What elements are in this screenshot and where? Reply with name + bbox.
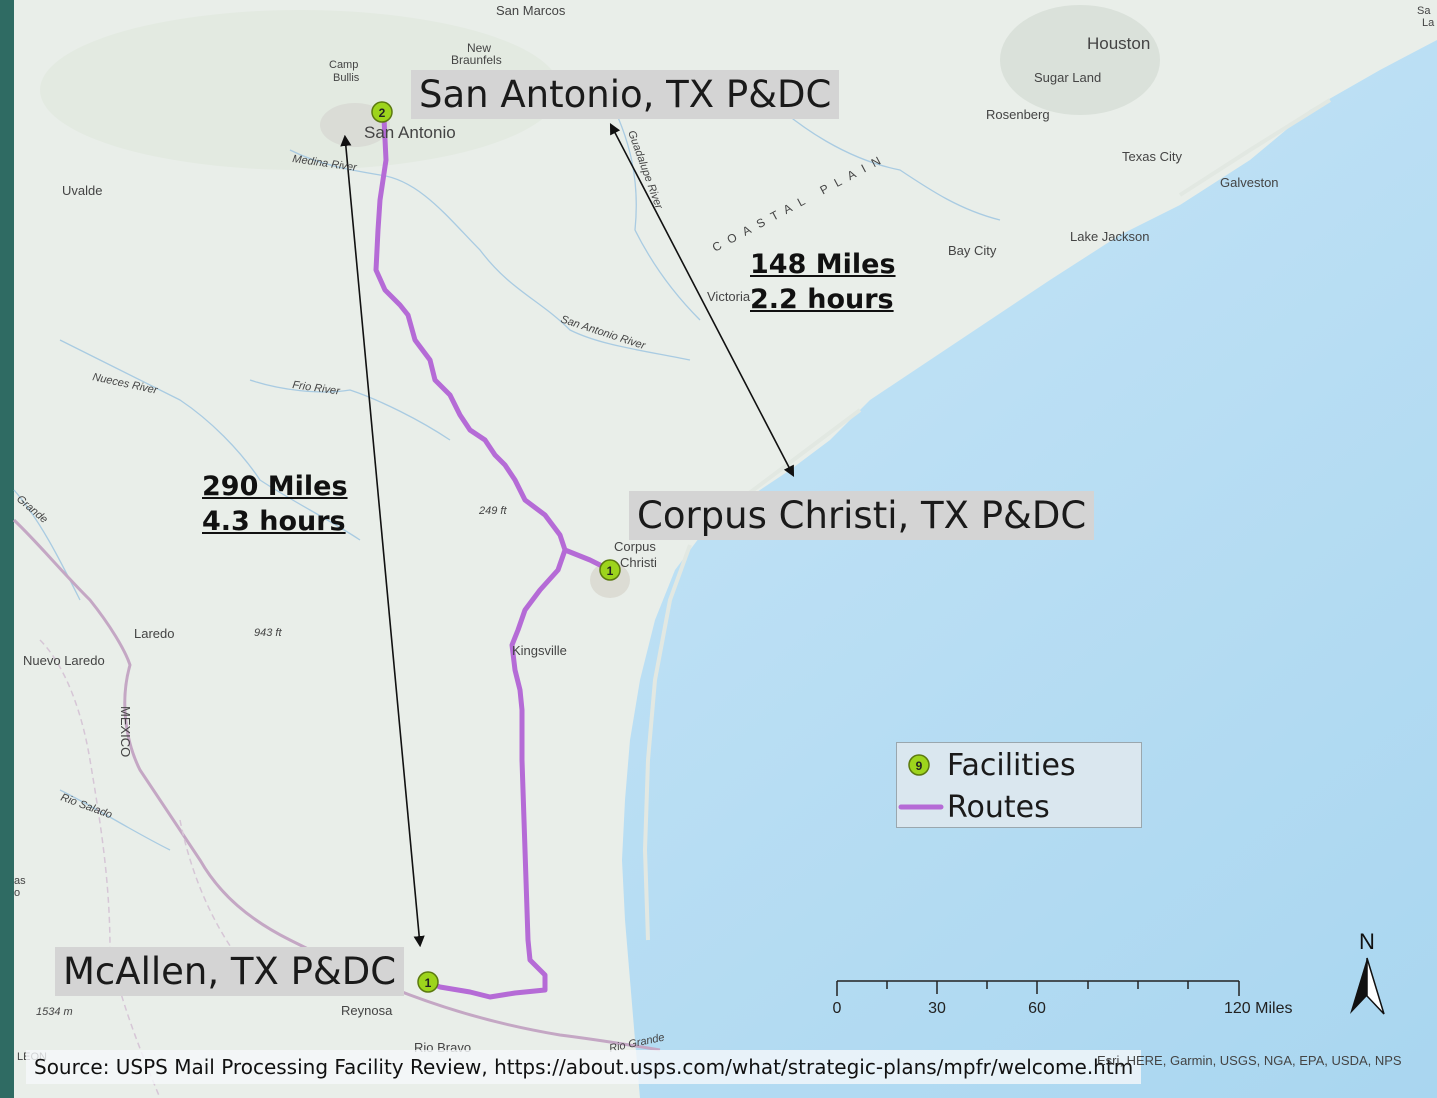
svg-text:9: 9 (916, 759, 923, 773)
label-new-braunfels: New (467, 41, 491, 55)
callout-mcallen-pdc: McAllen, TX P&DC (55, 947, 405, 996)
terrain-tint (40, 10, 560, 170)
scale-tick-30: 30 (928, 1000, 946, 1017)
international-border (12, 518, 661, 1052)
label-nuevo-laredo: Nuevo Laredo (23, 653, 105, 668)
label-edge-top-right-2: La (1422, 17, 1435, 29)
svg-text:1: 1 (607, 564, 614, 578)
legend-facilities-label: Facilities (947, 747, 1076, 783)
label-elevation-943: 943 ft (254, 627, 282, 639)
callout-corpus-christi-pdc: Corpus Christi, TX P&DC (629, 491, 1095, 540)
state-boundary (39, 639, 241, 1098)
scale-tick-60: 60 (1028, 1000, 1046, 1017)
distance-label-mcallen-san-antonio: 290 Miles 4.3 hours (202, 469, 348, 539)
legend-routes-label: Routes (947, 789, 1050, 825)
label-san-antonio: San Antonio (364, 123, 456, 142)
label-edge-top-right: Sa (1417, 5, 1431, 17)
label-edge-left: as (14, 875, 26, 887)
map-attribution: Esri, HERE, Garmin, USGS, NGA, EPA, USDA… (1097, 1053, 1402, 1068)
label-bay-city: Bay City (948, 243, 997, 258)
facility-symbol-icon: 9 (908, 754, 930, 776)
legend-facilities: 9 Facilities (897, 745, 1076, 785)
label-kingsville: Kingsville (512, 643, 567, 658)
label-new-braunfels-2: Braunfels (451, 53, 502, 67)
label-lake-jackson: Lake Jackson (1070, 229, 1150, 244)
label-christi: Christi (620, 555, 657, 570)
callout-san-antonio-pdc: San Antonio, TX P&DC (411, 70, 840, 119)
legend-routes: Routes (897, 787, 1050, 827)
north-arrow-icon: N (1350, 929, 1385, 1015)
label-mexico: MEXICO (118, 706, 133, 757)
label-laredo: Laredo (134, 626, 174, 641)
label-corpus: Corpus (614, 539, 656, 554)
scale-bar-labels: 0 30 60 120 Miles (833, 1000, 1293, 1017)
svg-text:2: 2 (379, 106, 386, 120)
distance-arrow-corpus-san-antonio (609, 123, 795, 477)
label-elevation-249: 249 ft (478, 505, 507, 517)
distance-miles: 290 Miles (202, 471, 348, 502)
houston-urban (1000, 5, 1160, 115)
label-reynosa: Reynosa (341, 1003, 393, 1018)
route-line-icon (898, 804, 944, 810)
label-victoria: Victoria (707, 289, 751, 304)
facility-marker-san-antonio[interactable]: 2 (371, 101, 393, 123)
label-uvalde: Uvalde (62, 183, 102, 198)
distance-miles: 148 Miles (750, 249, 896, 280)
distance-arrow-mcallen-san-antonio (340, 134, 425, 948)
distance-hours: 4.3 hours (202, 506, 346, 537)
label-texas-city: Texas City (1122, 149, 1182, 164)
scale-tick-0: 0 (833, 1000, 842, 1017)
label-edge-left-2: o (14, 887, 20, 899)
distance-label-corpus-san-antonio: 148 Miles 2.2 hours (750, 247, 896, 317)
label-camp-bullis-2: Bullis (333, 72, 360, 84)
label-galveston: Galveston (1220, 175, 1279, 190)
distance-hours: 2.2 hours (750, 284, 894, 315)
source-caption: Source: USPS Mail Processing Facility Re… (26, 1050, 1142, 1084)
label-sugar-land: Sugar Land (1034, 70, 1101, 85)
svg-text:N: N (1359, 929, 1375, 954)
map-legend: 9 Facilities Routes (896, 742, 1142, 828)
facility-marker-mcallen[interactable]: 1 (417, 971, 439, 993)
svg-text:1: 1 (425, 976, 432, 990)
label-houston: Houston (1087, 34, 1150, 53)
scale-tick-120: 120 Miles (1224, 1000, 1292, 1017)
label-elevation-1534: 1534 m (36, 1006, 73, 1018)
label-san-marcos: San Marcos (496, 3, 566, 18)
label-rosenberg: Rosenberg (986, 107, 1050, 122)
label-camp-bullis: Camp (329, 59, 358, 71)
scale-bar (836, 980, 1240, 996)
facility-marker-corpus-christi[interactable]: 1 (599, 559, 621, 581)
